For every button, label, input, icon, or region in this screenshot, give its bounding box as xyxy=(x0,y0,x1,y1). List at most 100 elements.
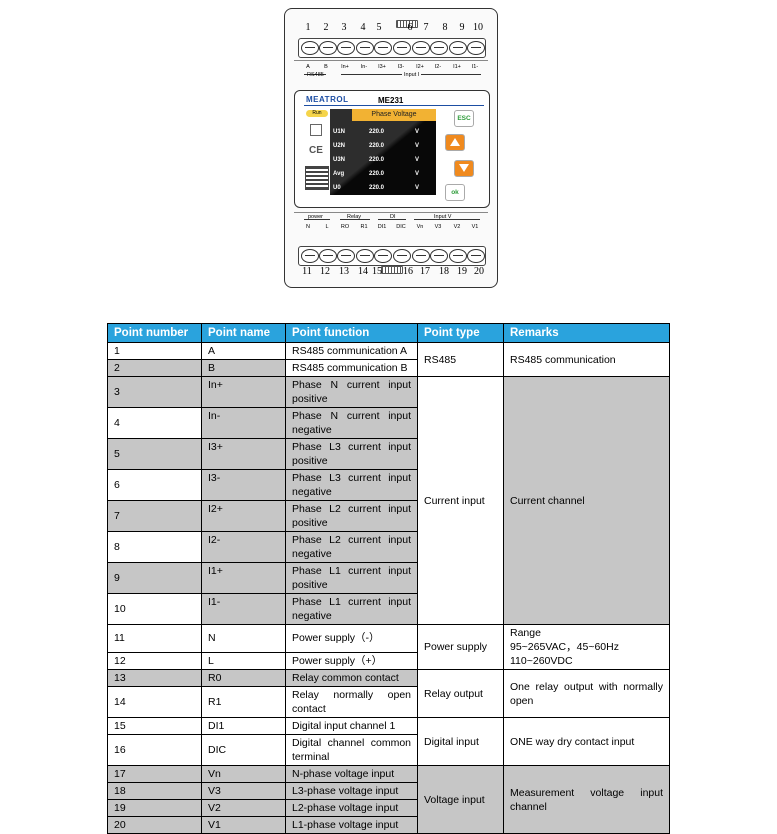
header-point-type: Point type xyxy=(417,323,504,343)
table-row: 19 V2 L2-phase voltage input xyxy=(107,799,670,817)
remarks-line: 95~265VAC，45~60Hz xyxy=(510,641,619,653)
screen-row-unit: V xyxy=(415,143,420,149)
screen-row: U2N 220.0 V xyxy=(333,143,433,153)
cell-point-function: RS485 communication B xyxy=(285,359,418,377)
screen-row-unit: V xyxy=(415,185,420,191)
cell-point-number: 20 xyxy=(107,816,202,834)
header-remarks: Remarks xyxy=(503,323,670,343)
ok-button[interactable]: ok xyxy=(445,184,465,201)
function-text: Phase L3 current input positive xyxy=(292,441,411,467)
cell-point-function: Digital input channel 1 xyxy=(285,717,418,735)
cell-remarks: ONE way dry contact input xyxy=(503,717,670,766)
remarks-text: Measurement voltage input channel xyxy=(510,786,663,813)
function-text: Phase L1 current input negative xyxy=(292,596,411,622)
group-label-relay: Relay xyxy=(347,214,362,220)
remarks-line: Range xyxy=(510,627,541,639)
remarks-text: One relay output with normally open xyxy=(510,680,663,707)
lcd-screen: Phase Voltage U1N 220.0 V U2N 220.0 V U3… xyxy=(330,109,436,195)
terminal-number: 16 xyxy=(403,266,413,277)
terminal-number: 17 xyxy=(420,266,430,277)
group-bracket xyxy=(340,219,370,223)
cell-point-function: Relay normally open contact xyxy=(285,686,418,718)
cell-point-name: R0 xyxy=(201,669,286,687)
screen-row-unit: V xyxy=(415,171,420,177)
cell-point-function: Phase L2 current input positive xyxy=(285,500,418,532)
cell-point-number: 3 xyxy=(107,376,202,408)
terminal-number: 15 xyxy=(372,266,382,277)
top-terminal-block xyxy=(298,38,486,58)
cell-point-number: 6 xyxy=(107,469,202,501)
up-arrow-icon xyxy=(450,138,460,146)
cell-point-number: 17 xyxy=(107,765,202,783)
terminal-label: I3+ xyxy=(378,64,386,70)
screen-row-unit: V xyxy=(415,157,420,163)
function-text: Phase L2 current input positive xyxy=(292,503,411,529)
terminal-screw xyxy=(412,249,430,263)
cell-point-name: I1+ xyxy=(201,562,286,594)
cell-point-number: 13 xyxy=(107,669,202,687)
terminal-number: 9 xyxy=(459,22,465,33)
cell-point-number: 15 xyxy=(107,717,202,735)
table-row: 8 I2- Phase L2 current input negative xyxy=(107,531,670,563)
terminal-screw xyxy=(430,41,448,55)
down-arrow-button[interactable] xyxy=(454,160,474,177)
cell-point-function: Power supply（-） xyxy=(285,624,418,653)
table-row: 18 V3 L3-phase voltage input xyxy=(107,782,670,800)
cell-point-function: Phase L1 current input negative xyxy=(285,593,418,625)
terminal-label: B xyxy=(324,64,328,70)
terminal-screw xyxy=(449,249,467,263)
cell-point-type: Current input xyxy=(417,376,504,625)
divider xyxy=(294,212,488,213)
cell-point-name: V3 xyxy=(201,782,286,800)
cell-point-number: 2 xyxy=(107,359,202,377)
group-label-input-v: Input V xyxy=(434,214,452,220)
cell-point-function: L2-phase voltage input xyxy=(285,799,418,817)
cell-point-function: Phase L3 current input negative xyxy=(285,469,418,501)
function-text: Phase L2 current input negative xyxy=(292,534,411,560)
cell-point-type: Relay output xyxy=(417,669,504,718)
terminal-number: 8 xyxy=(442,22,448,33)
cell-point-function: Digital channel common terminal xyxy=(285,734,418,766)
cell-remarks: Current channel xyxy=(503,376,670,625)
terminal-number: 20 xyxy=(474,266,484,277)
terminal-screw xyxy=(449,41,467,55)
screen-row-unit: V xyxy=(415,129,420,135)
group-bracket xyxy=(414,219,480,223)
terminal-screw xyxy=(430,249,448,263)
terminal-definition-table: Point number Point name Point function P… xyxy=(107,323,670,834)
cell-point-name: In+ xyxy=(201,376,286,408)
cell-point-function: RS485 communication A xyxy=(285,342,418,360)
remarks-line: 110~260VDC xyxy=(510,655,573,667)
terminal-label: V1 xyxy=(471,224,479,230)
table-row: 14 R1 Relay normally open contact xyxy=(107,686,670,718)
terminal-label: I1+ xyxy=(453,64,461,70)
brand-logo: MEATROL xyxy=(306,95,349,104)
esc-button[interactable]: ESC xyxy=(454,110,474,127)
cell-point-name: DIC xyxy=(201,734,286,766)
table-row: 15 DI1 Digital input channel 1 Digital i… xyxy=(107,717,670,766)
qr-code-icon xyxy=(305,166,329,190)
down-arrow-icon xyxy=(459,164,469,172)
cell-point-number: 16 xyxy=(107,734,202,766)
cell-point-type: Power supply xyxy=(417,624,504,670)
terminal-number: 10 xyxy=(473,22,483,33)
cell-point-name: R1 xyxy=(201,686,286,718)
terminal-number: 5 xyxy=(376,22,382,33)
screen-row-value: 220.0 xyxy=(369,129,385,135)
terminal-label: In- xyxy=(360,64,368,70)
terminal-label: N xyxy=(306,224,310,230)
cell-point-number: 4 xyxy=(107,407,202,439)
terminal-label: I2+ xyxy=(416,64,424,70)
cell-point-name: I2+ xyxy=(201,500,286,532)
brand-underline xyxy=(304,105,484,106)
terminal-number: 18 xyxy=(439,266,449,277)
terminal-screw xyxy=(319,41,337,55)
terminal-screw xyxy=(301,249,319,263)
terminal-number: 6 xyxy=(407,22,413,33)
cell-point-type: RS485 xyxy=(417,342,504,377)
terminal-screw xyxy=(374,249,392,263)
bottom-terminal-block xyxy=(298,246,486,266)
screen-row: U0 220.0 V xyxy=(333,185,433,195)
up-arrow-button[interactable] xyxy=(445,134,465,151)
terminal-number: 4 xyxy=(360,22,366,33)
